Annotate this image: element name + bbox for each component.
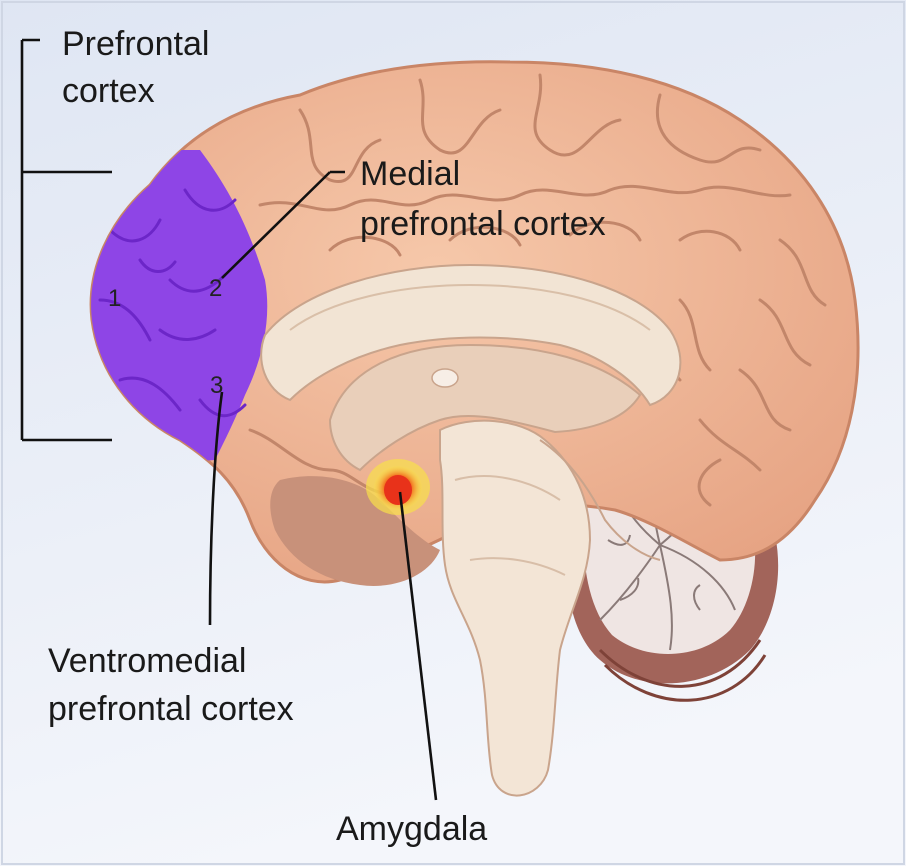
vmpfc-label-line1: Ventromedial — [48, 642, 246, 680]
region-number-2: 2 — [209, 275, 222, 302]
prefrontal-cortex-label-line1: Prefrontal — [62, 25, 209, 63]
medial-pfc-label-line2: prefrontal cortex — [360, 205, 606, 243]
region-number-1: 1 — [108, 285, 121, 312]
vmpfc-label-line2: prefrontal cortex — [48, 690, 294, 728]
prefrontal-cortex-label-line2: cortex — [62, 72, 155, 110]
amygdala-label: Amygdala — [336, 810, 487, 848]
region-number-3: 3 — [210, 372, 223, 399]
medial-pfc-label-line1: Medial — [360, 155, 460, 193]
amygdala-highlight — [366, 459, 430, 515]
